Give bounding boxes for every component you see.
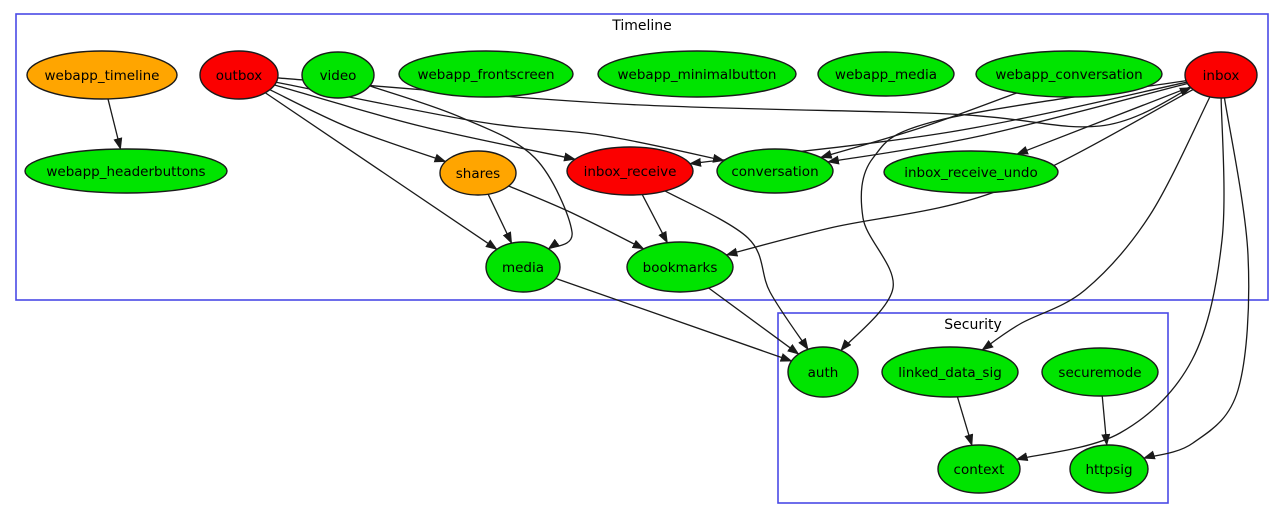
node-linked_data_sig-label: linked_data_sig [898, 365, 1002, 381]
node-conversation-shape [716, 148, 834, 194]
node-linked_data_sig-shape [881, 346, 1019, 398]
node-media-label: media [502, 260, 544, 276]
cluster-timeline-label: Timeline [611, 18, 672, 34]
node-securemode-label: securemode [1058, 365, 1141, 381]
edge-inbox-conversation [826, 82, 1188, 165]
node-media-shape [485, 241, 561, 293]
node-webapp_headerbuttons-label: webapp_headerbuttons [46, 164, 205, 180]
edge-inbox-context [1015, 97, 1225, 462]
node-webapp_timeline-label: webapp_timeline [45, 68, 160, 84]
node-shares-label: shares [456, 166, 500, 182]
node-video-label: video [320, 68, 357, 84]
edge-media-auth [555, 277, 793, 362]
node-shares-shape [439, 150, 517, 196]
node-securemode: securemode [1041, 347, 1159, 397]
node-outbox-label: outbox [216, 68, 263, 84]
edge-outbox-shares [269, 89, 447, 163]
node-inbox: inbox [1184, 51, 1258, 99]
cluster-security-label: Security [944, 317, 1002, 333]
node-inbox_receive: inbox_receive [566, 146, 694, 196]
node-inbox_receive_undo-label: inbox_receive_undo [904, 165, 1037, 181]
node-webapp_media: webapp_media [817, 51, 955, 97]
node-webapp_frontscreen-label: webapp_frontscreen [417, 67, 554, 83]
node-inbox_receive_undo: inbox_receive_undo [883, 150, 1059, 194]
edge-outbox-media [264, 92, 498, 250]
node-securemode-shape [1041, 347, 1159, 397]
node-context-shape [937, 444, 1021, 494]
edge-inbox-linked_data_sig [981, 96, 1211, 351]
node-conversation: conversation [716, 148, 834, 194]
edge-shares-media [487, 193, 513, 245]
edge-inbox_receive-bookmarks [641, 194, 668, 244]
node-webapp_minimalbutton: webapp_minimalbutton [597, 50, 797, 98]
node-webapp_frontscreen: webapp_frontscreen [398, 50, 574, 98]
node-inbox_receive_undo-shape [883, 150, 1059, 194]
node-context-label: context [954, 462, 1005, 478]
edge-inbox-inbox_receive_undo [1016, 86, 1191, 155]
node-webapp_headerbuttons-shape [24, 148, 228, 194]
edge-webapp_timeline-webapp_headerbuttons [107, 98, 123, 151]
node-media: media [485, 241, 561, 293]
nodes-layer: webapp_timeline outbox video webapp_frontsc… [24, 50, 1258, 494]
node-auth-label: auth [808, 365, 839, 381]
cluster-security: Security [777, 312, 1169, 504]
edge-webapp_conversation-conversation [819, 92, 1017, 159]
node-bookmarks: bookmarks [626, 241, 734, 293]
node-webapp_frontscreen-shape [398, 50, 574, 98]
node-inbox-shape [1184, 51, 1258, 99]
node-httpsig-shape [1069, 444, 1149, 494]
node-webapp_timeline: webapp_timeline [26, 50, 178, 100]
node-linked_data_sig: linked_data_sig [881, 346, 1019, 398]
node-conversation-label: conversation [731, 164, 818, 180]
cluster-timeline: Timeline [15, 13, 1269, 301]
node-shares: shares [439, 150, 517, 196]
edge-inbox_receive-auth [664, 190, 809, 351]
node-webapp_minimalbutton-label: webapp_minimalbutton [618, 67, 777, 83]
edge-linked_data_sig-context [956, 396, 974, 447]
node-bookmarks-label: bookmarks [643, 260, 718, 276]
node-webapp_conversation: webapp_conversation [975, 50, 1163, 98]
node-outbox: outbox [199, 50, 279, 100]
edge-outbox-inbox_receive [274, 84, 577, 162]
node-webapp_timeline-shape [26, 50, 178, 100]
node-video-shape [301, 51, 375, 99]
edge-inbox-auth [840, 79, 1187, 352]
node-webapp_headerbuttons: webapp_headerbuttons [24, 148, 228, 194]
node-webapp_conversation-label: webapp_conversation [995, 67, 1142, 83]
node-bookmarks-shape [626, 241, 734, 293]
node-webapp_conversation-shape [975, 50, 1163, 98]
edge-inbox-httpsig [1142, 97, 1250, 460]
node-inbox-label: inbox [1203, 68, 1240, 84]
node-webapp_media-label: webapp_media [835, 67, 937, 83]
node-webapp_minimalbutton-shape [597, 50, 797, 98]
node-context: context [937, 444, 1021, 494]
node-httpsig-label: httpsig [1085, 462, 1132, 478]
node-webapp_media-shape [817, 51, 955, 97]
edge-shares-bookmarks [508, 185, 645, 250]
node-auth: auth [787, 346, 859, 398]
edge-video-media [369, 85, 573, 250]
node-video: video [301, 51, 375, 99]
edge-outbox-conversation [276, 81, 725, 163]
node-outbox-shape [199, 50, 279, 100]
node-httpsig: httpsig [1069, 444, 1149, 494]
edge-securemode-httpsig [1101, 395, 1111, 447]
edge-inbox-bookmarks [725, 88, 1194, 257]
edge-bookmarks-auth [708, 287, 800, 355]
node-inbox_receive-label: inbox_receive [584, 164, 677, 180]
node-auth-shape [787, 346, 859, 398]
node-inbox_receive-shape [566, 146, 694, 196]
